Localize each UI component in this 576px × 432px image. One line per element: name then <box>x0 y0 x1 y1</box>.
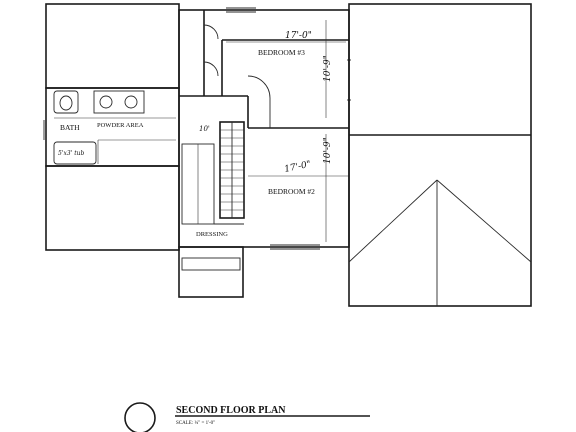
bedroom2-label: BEDROOM #2 <box>268 187 315 196</box>
dressing-label: DRESSING <box>196 231 228 238</box>
drawing-scale: SCALE: ¼" = 1'-0" <box>176 421 215 426</box>
bedroom3-width-dimension: 17'-0" <box>285 31 312 41</box>
section-marker-circle <box>124 402 156 432</box>
drawing-title: SECOND FLOOR PLAN <box>176 405 286 416</box>
bedroom3-label: BEDROOM #3 <box>258 48 305 57</box>
bedroom3-depth-dimension: 10'-9" <box>323 55 333 82</box>
stair-note: 10' <box>199 125 210 133</box>
bath-label: BATH <box>60 123 80 132</box>
bedroom2-width-dimension: 17'-0" <box>284 160 312 175</box>
title-block: SECOND FLOOR PLAN SCALE: ¼" = 1'-0" <box>124 402 370 432</box>
right-wing <box>348 3 532 307</box>
tub-note: 5'x3' tub <box>58 150 85 157</box>
bedroom2-depth-dimension: 10'-9" <box>323 137 333 164</box>
powder-area-label: POWDER AREA <box>97 122 144 129</box>
